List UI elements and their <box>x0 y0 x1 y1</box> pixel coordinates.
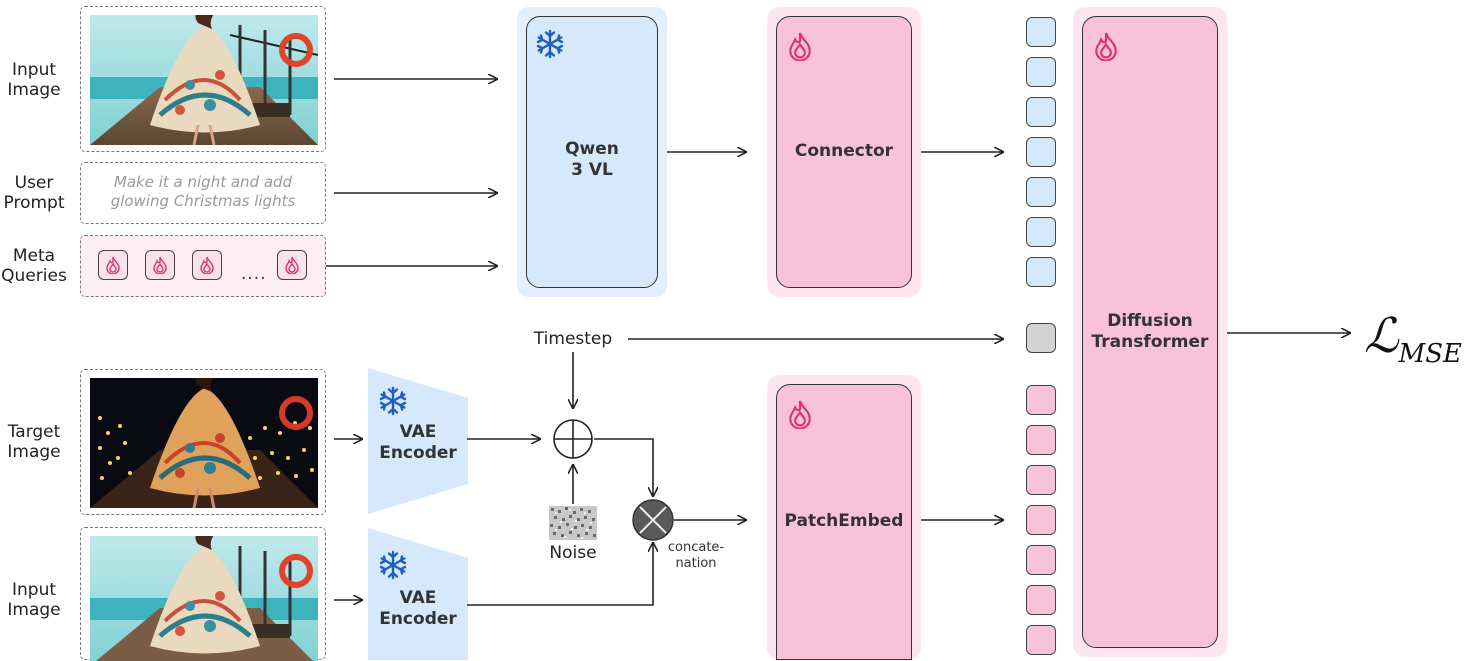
timestep-token <box>1026 323 1056 353</box>
target-image-frame <box>80 369 326 515</box>
qwen-block: Qwen 3 VL <box>526 16 658 288</box>
vlm-token <box>1026 257 1056 287</box>
latent-token <box>1026 425 1056 455</box>
vae-encoder-bottom-label: VAE Encoder <box>379 588 457 629</box>
vlm-token <box>1026 217 1056 247</box>
vlm-token <box>1026 177 1056 207</box>
connector-block-halo: Connector <box>767 7 921 297</box>
input-image-bottom <box>90 536 318 661</box>
flame-icon <box>789 32 811 61</box>
vlm-token <box>1026 137 1056 167</box>
loss-symbol: ℒ <box>1364 308 1399 364</box>
label-user-prompt: User Prompt <box>3 173 65 213</box>
flame-icon <box>106 256 120 274</box>
dit-label: Diffusion Transformer <box>1091 311 1209 352</box>
meta-queries-box: .... <box>80 235 326 297</box>
user-prompt-box: Make it a night and add glowing Christma… <box>80 162 326 224</box>
vlm-token <box>1026 97 1056 127</box>
target-image <box>90 378 318 508</box>
loss-mse: ℒMSE <box>1364 308 1470 369</box>
input-image-top <box>90 15 318 145</box>
meta-query-token-2 <box>145 250 175 280</box>
timestep-label: Timestep <box>533 329 613 349</box>
snowflake-icon <box>536 29 564 59</box>
meta-query-token-n <box>277 250 307 280</box>
latent-token <box>1026 625 1056 655</box>
snowflake-icon <box>379 550 407 580</box>
connector-label: Connector <box>794 141 894 161</box>
latent-token <box>1026 505 1056 535</box>
latent-token <box>1026 585 1056 615</box>
connector-block: Connector <box>776 16 912 288</box>
flame-icon <box>200 256 214 274</box>
meta-query-token-3 <box>192 250 222 280</box>
loss-subscript: MSE <box>1398 339 1462 369</box>
qwen-label: Qwen 3 VL <box>565 139 619 180</box>
arrow-vae-to-concat <box>467 543 653 606</box>
input-image-frame-bottom <box>80 527 326 661</box>
input-image-frame-top <box>80 6 326 152</box>
patchembed-block: PatchEmbed <box>776 384 912 660</box>
noise-patch <box>549 506 597 540</box>
qwen-block-halo: Qwen 3 VL <box>517 7 667 297</box>
concat-operator <box>632 499 674 541</box>
meta-query-token-1 <box>98 250 128 280</box>
patchembed-block-halo: PatchEmbed <box>767 375 921 660</box>
arrow-add-to-concat <box>594 438 653 496</box>
vlm-token <box>1026 57 1056 87</box>
flame-icon <box>1095 32 1117 61</box>
label-target-image: Target Image <box>7 422 61 462</box>
patchembed-label: PatchEmbed <box>784 511 904 531</box>
dit-block-halo: Diffusion Transformer <box>1073 7 1227 657</box>
dit-block: Diffusion Transformer <box>1082 16 1218 648</box>
snowflake-icon <box>379 386 407 416</box>
latent-token <box>1026 465 1056 495</box>
vlm-token <box>1026 17 1056 47</box>
concatenation-label: concate- nation <box>667 540 725 571</box>
label-meta-queries: Meta Queries <box>1 246 67 286</box>
meta-queries-ellipsis: .... <box>241 264 267 284</box>
flame-icon <box>789 400 811 429</box>
noise-label: Noise <box>549 543 597 563</box>
user-prompt-text: Make it a night and add glowing Christma… <box>110 173 296 210</box>
latent-token <box>1026 385 1056 415</box>
flame-icon <box>153 256 167 274</box>
vae-encoder-top-label: VAE Encoder <box>379 422 457 463</box>
latent-token <box>1026 545 1056 575</box>
add-operator <box>553 419 593 459</box>
label-input-image-top: Input Image <box>7 60 61 100</box>
flame-icon <box>285 256 299 274</box>
label-input-image-bottom: Input Image <box>7 580 61 620</box>
